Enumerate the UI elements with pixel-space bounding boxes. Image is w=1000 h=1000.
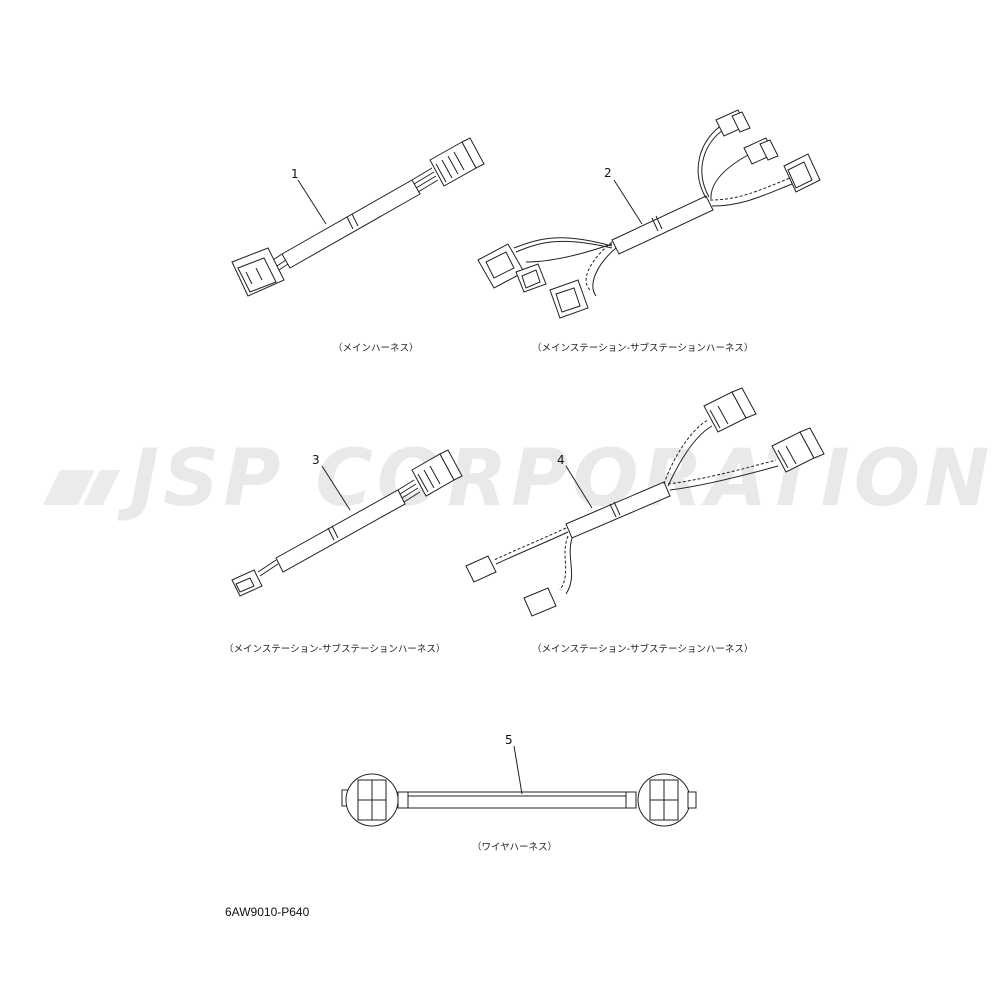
part-3-main-sub-station-harness[interactable]: 3: [231, 449, 463, 597]
connector-left: [231, 247, 285, 297]
connector-left-small: [231, 569, 263, 597]
connector-right: [411, 449, 463, 497]
part-4-number: 4: [557, 453, 565, 467]
connector-round-right: [625, 773, 697, 827]
part-2-main-sub-station-harness[interactable]: 2: [477, 109, 821, 319]
part-1-label: （メインハーネス）: [333, 342, 419, 354]
connector-left-mid: [515, 263, 547, 293]
part-3-label: （メインステーション-サブステーションハーネス）: [224, 643, 445, 655]
connector-left-low: [549, 279, 589, 319]
watermark-text: JSP CORPORATION: [117, 434, 993, 524]
part-2-number: 2: [604, 166, 612, 180]
part-1-main-harness[interactable]: 1: [231, 137, 485, 297]
diagram-code: 6AW9010-P640: [225, 905, 310, 919]
connector-left-large: [477, 243, 525, 289]
connector-round-left: [341, 773, 409, 827]
connector-right: [771, 427, 825, 473]
watermark-logo: JSP CORPORATION: [43, 434, 993, 524]
part-5-label: （ワイヤハーネス）: [472, 841, 557, 853]
connector-top: [703, 387, 757, 433]
connector-mid: [743, 137, 779, 165]
part-4-main-sub-station-harness[interactable]: 4: [465, 387, 825, 617]
connector-left-upper: [465, 555, 497, 583]
part-5-number: 5: [505, 733, 513, 747]
connector-left-lower: [523, 587, 557, 617]
connector-right: [783, 153, 821, 193]
part-4-label: （メインステーション-サブステーションハーネス）: [532, 643, 753, 655]
part-5-wire-harness[interactable]: 5: [341, 733, 697, 827]
part-2-label: （メインステーション-サブステーションハーネス）: [532, 342, 753, 354]
connector-top: [715, 109, 751, 137]
part-1-number: 1: [291, 167, 299, 181]
part-3-number: 3: [312, 453, 320, 467]
connector-right: [429, 137, 485, 187]
